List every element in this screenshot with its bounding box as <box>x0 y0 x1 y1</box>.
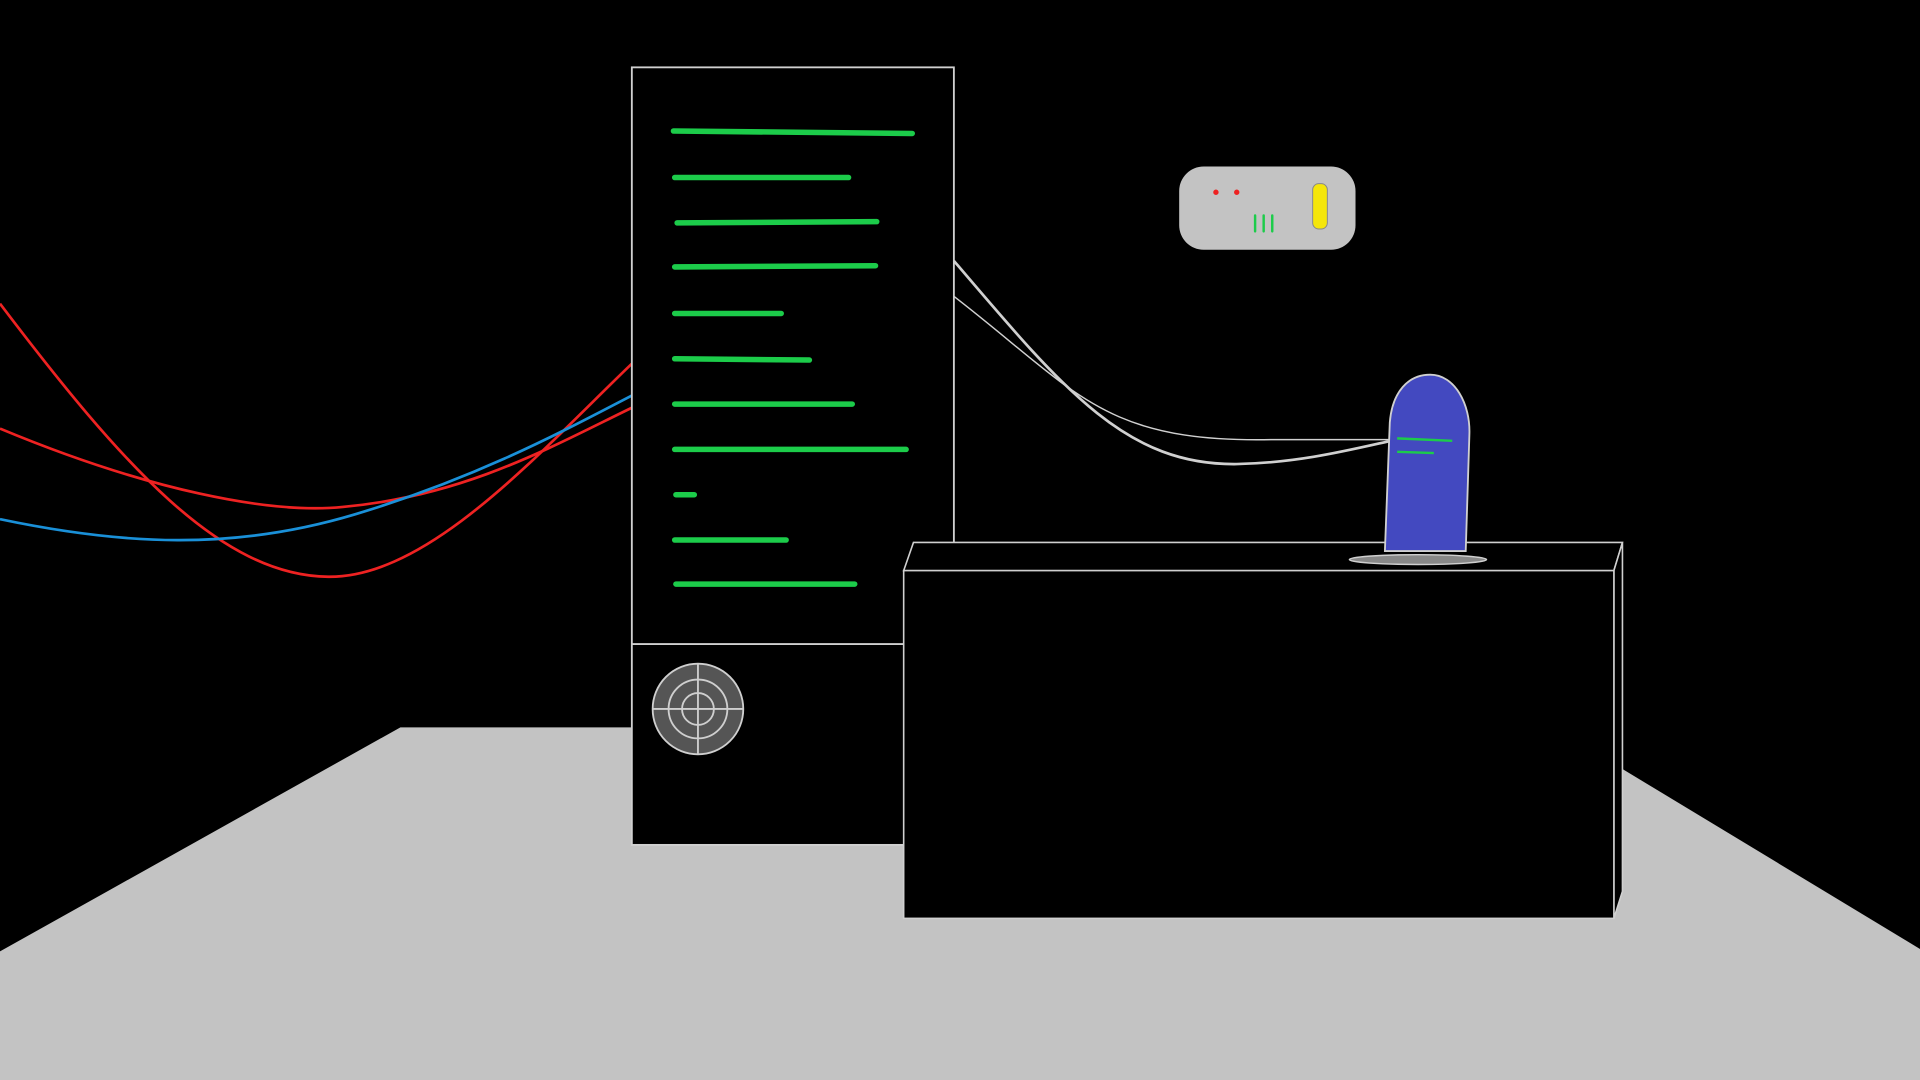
screen-line <box>674 218 880 226</box>
wire-blue <box>0 394 633 542</box>
fan-icon <box>651 662 745 756</box>
wall-device <box>1179 166 1356 250</box>
device-bars <box>1253 214 1274 233</box>
desk-front <box>902 569 1615 920</box>
led-red <box>1213 189 1219 195</box>
led-red <box>1234 189 1240 195</box>
cables <box>952 259 1392 466</box>
device-switch <box>1312 183 1328 230</box>
screen-line <box>671 262 879 270</box>
screen-line <box>671 356 813 363</box>
wire-red-2 <box>0 406 633 510</box>
blue-object <box>1348 373 1488 566</box>
screen-lines <box>670 128 916 587</box>
object-line <box>1397 450 1434 455</box>
object-base <box>1348 553 1488 566</box>
desk-side <box>1613 542 1624 919</box>
object-line <box>1397 437 1453 443</box>
screen-line <box>670 128 916 137</box>
wire-red-1 <box>0 302 633 579</box>
device-body <box>1179 166 1356 250</box>
tower <box>630 66 955 846</box>
cable-thick <box>952 259 1392 466</box>
cable-thin <box>953 295 1392 441</box>
desk <box>902 541 1624 920</box>
desk-top <box>902 541 1624 572</box>
wires <box>0 302 633 579</box>
object-body <box>1383 373 1471 552</box>
